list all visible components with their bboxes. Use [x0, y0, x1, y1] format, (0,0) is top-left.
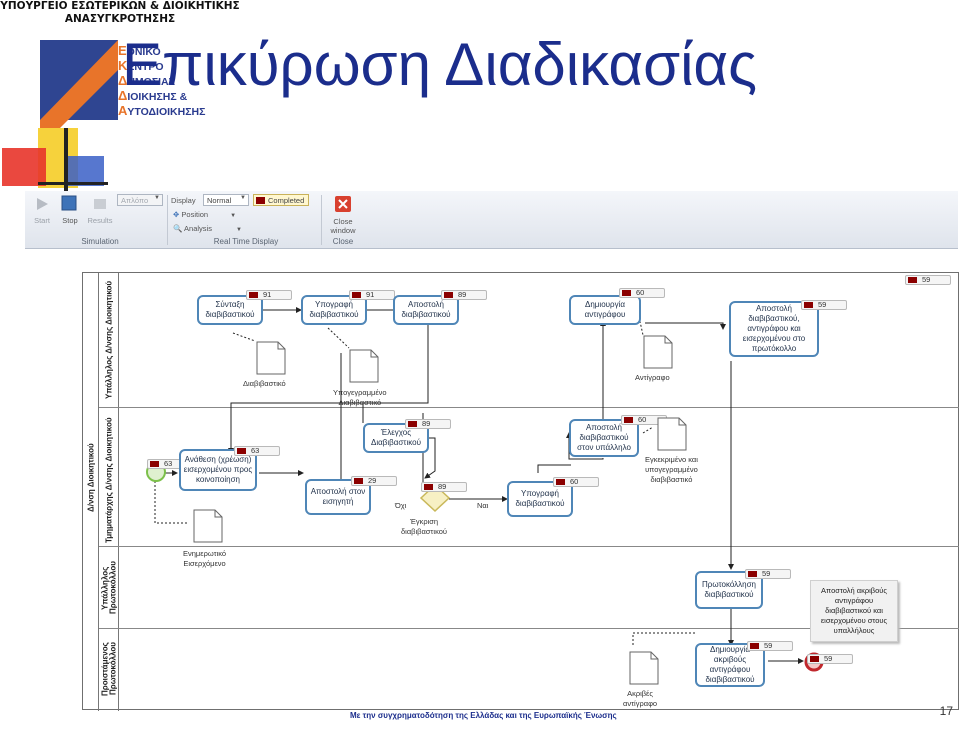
lane-divider — [99, 628, 959, 629]
task-dimiourgia-antigrafou[interactable]: Δημιουργία αντιγράφου — [569, 295, 641, 325]
document-icon — [193, 509, 223, 543]
page-title: Επικύρωση Διαδικασίας — [122, 31, 758, 98]
lane-header-column — [99, 273, 119, 711]
stop-button[interactable]: Stop — [62, 216, 78, 225]
ekdda-logo — [2, 40, 118, 192]
ministry-line-1: ΥΠΟΥΡΓΕΙΟ ΕΣΩΤΕΡΙΚΩΝ & ΔΙΟΙΚΗΤΙΚΗΣ — [0, 0, 240, 12]
logo-line-4: ΔΙΟΙΚΗΣΗΣ & — [118, 88, 188, 103]
logo-text: ΕΘΝΙΚΟ ΚΕΝΤΡΟ ΔΗΜΟΣΙΑΣ ΔΙΟΙΚΗΣΗΣ & ΑΥΤΟΔ… — [118, 44, 205, 119]
ribbon-separator — [321, 195, 322, 245]
task-counter-badge: 89 — [405, 419, 451, 429]
completed-flag-icon — [256, 197, 265, 204]
display-label: Display — [171, 196, 196, 205]
logo-line-2: ΚΕΝΤΡΟ — [118, 58, 164, 73]
task-ypografi-diavivastikou-2[interactable]: Υπογραφή διαβιβαστικού — [507, 481, 573, 517]
task-counter-badge: 59 — [905, 275, 951, 285]
logo-line-3: ΔΗΜΟΣΙΑΣ — [118, 73, 175, 88]
gateway-no-label: Όχι — [395, 501, 407, 510]
document-icon — [657, 417, 687, 451]
position-icon: ✥ — [173, 210, 180, 219]
document-icon — [643, 335, 673, 369]
gateway-yes-label: Ναι — [477, 501, 489, 510]
logo-line-5: ΑΥΤΟΔΙΟΙΚΗΣΗΣ — [118, 103, 206, 118]
ministry-name: ΥΠΟΥΡΓΕΙΟ ΕΣΩΤΕΡΙΚΩΝ & ΔΙΟΙΚΗΤΙΚΗΣ ΑΝΑΣΥ… — [0, 0, 240, 26]
task-counter-badge: 89 — [441, 290, 487, 300]
task-counter-badge: 91 — [246, 290, 292, 300]
completed-toggle[interactable]: Completed — [253, 194, 309, 206]
start-icon[interactable] — [35, 197, 49, 211]
pool-header — [83, 273, 99, 711]
group-close: Close — [332, 237, 354, 246]
group-realtime: Real Time Display — [213, 237, 279, 246]
footer-cofinancing: Με την συγχρηματοδότηση της Ελλάδας και … — [350, 711, 617, 720]
task-apostoli-sto-protokollo[interactable]: Αποστολή διαβιβαστικού, αντιγράφου και ε… — [729, 301, 819, 357]
simulation-ribbon: Start Stop Results Απλόπο▼ Simulation Di… — [25, 191, 958, 249]
doc-label-antigrafo: Αντίγραφο — [635, 373, 670, 382]
lane-divider — [99, 546, 959, 547]
ribbon-separator — [167, 195, 168, 245]
task-dimiourgia-akrivous-antigrafou[interactable]: Δημιουργία ακριβούς αντιγράφου διαβιβαστ… — [695, 643, 765, 687]
group-simulation: Simulation — [81, 237, 119, 246]
language-combo[interactable]: Απλόπο▼ — [117, 194, 163, 206]
task-anathesi-eiserxomenou[interactable]: Ανάθεση (χρέωση) εισερχομένου προς κοινο… — [179, 449, 257, 491]
annotation-note: Αποστολή ακριβούς αντιγράφου διαβιβαστικ… — [810, 580, 898, 642]
document-icon — [256, 341, 286, 375]
logo-line-1: ΕΘΝΙΚΟ — [118, 43, 161, 58]
task-counter-badge: 59 — [747, 641, 793, 651]
doc-label-diavivastiko: Διαβιβαστικό — [243, 379, 286, 388]
task-elegxos-diavivastikou[interactable]: Έλεγχος Διαβιβαστικού — [363, 423, 429, 453]
lane-divider — [99, 407, 959, 408]
task-counter-badge: 29 — [351, 476, 397, 486]
task-counter-badge: 60 — [553, 477, 599, 487]
task-ypografi-diavivastikou[interactable]: Υπογραφή διαβιβαστικού — [301, 295, 367, 325]
task-counter-badge: 59 — [801, 300, 847, 310]
document-icon — [349, 349, 379, 383]
task-counter-badge: 63 — [234, 446, 280, 456]
task-counter-badge: 60 — [619, 288, 665, 298]
document-icon — [629, 651, 659, 685]
task-protokollisi-diavivastikou[interactable]: Πρωτοκόλληση διαβιβαστικού — [695, 571, 763, 609]
ministry-line-2: ΑΝΑΣΥΓΚΡΟΤΗΣΗΣ — [64, 13, 176, 25]
position-dropdown[interactable]: ✥ Position ▼ — [173, 210, 237, 219]
analysis-icon: 🔍 — [173, 224, 183, 233]
results-icon[interactable] — [93, 197, 107, 211]
task-apostoli-diavivastikou[interactable]: Αποστολή διαβιβαστικού — [393, 295, 459, 325]
analysis-dropdown[interactable]: 🔍 Analysis ▼ — [173, 224, 242, 233]
results-button[interactable]: Results — [87, 216, 113, 225]
process-diagram: Δ/νση Διοικητικού Υπάλληλος Δ/νσης Διοικ… — [82, 272, 959, 711]
task-counter-badge: 91 — [349, 290, 395, 300]
start-button[interactable]: Start — [34, 216, 50, 225]
page-number: 17 — [939, 704, 953, 718]
task-apostoli-ston-ypallilo[interactable]: Αποστολή διαβιβαστικού στον υπάλληλο — [569, 419, 639, 457]
task-counter-badge: 59 — [745, 569, 791, 579]
display-combo[interactable]: Normal▼ — [203, 194, 249, 206]
task-counter-badge: 59 — [807, 654, 853, 664]
close-window-icon[interactable] — [334, 195, 352, 213]
stop-icon[interactable] — [61, 195, 77, 211]
task-counter-badge: 89 — [421, 482, 467, 492]
sequence-flows — [151, 307, 804, 664]
task-syntaxi-diavivastikou[interactable]: Σύνταξη διαβιβαστικού — [197, 295, 263, 325]
